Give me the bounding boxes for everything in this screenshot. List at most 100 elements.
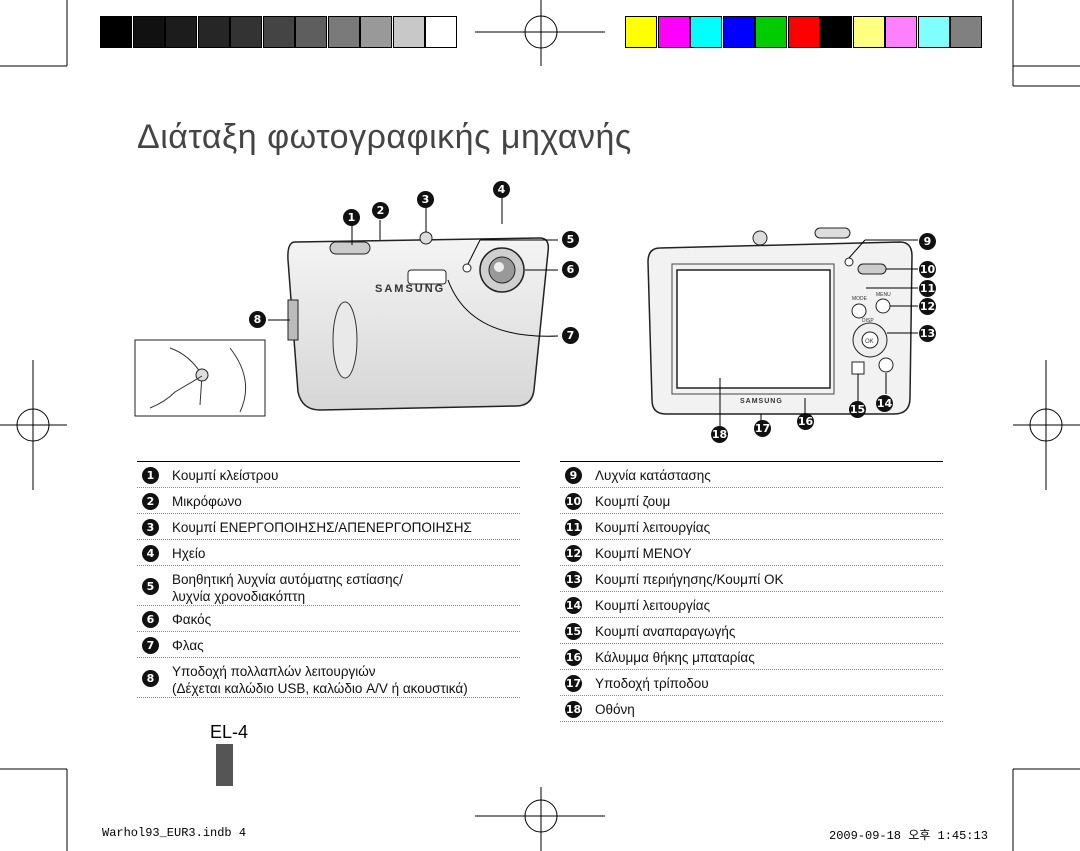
callout-11: 11 [919, 280, 936, 297]
legend-row: 3 Κουμπί ΕΝΕΡΓΟΠΟΙΗΣΗΣ/ΑΠΕΝΕΡΓΟΠΟΙΗΣΗΣ [137, 514, 520, 540]
legend-row: 13 Κουμπί περιήγησης/Κουμπί OK [560, 566, 943, 592]
color-swatch [885, 16, 917, 48]
gray-swatch [100, 16, 132, 48]
legend-text: Φακός [172, 611, 212, 627]
gray-swatch [392, 16, 425, 48]
legend-text: Κουμπί ζουμ [595, 493, 671, 509]
color-swatch [657, 16, 690, 48]
gray-swatch [132, 16, 165, 48]
page-title: Διάταξη φωτογραφικής μηχανής [137, 118, 632, 156]
legend-text: Κουμπί κλείστρου [172, 467, 279, 483]
legend-text: Κουμπί λειτουργίας [595, 597, 711, 613]
legend-text: Κουμπί λειτουργίας [595, 519, 711, 535]
legend-text-block: Κουμπί ΜΕΝΟΥ [595, 545, 692, 562]
legend-text-line2: (Δέχεται καλώδιο USB, καλώδιο A/V ή ακου… [172, 681, 468, 696]
callout-1: 1 [343, 209, 360, 226]
gray-swatch [230, 16, 262, 48]
callout-16: 16 [797, 413, 814, 430]
gray-swatch [327, 16, 360, 48]
legend-text-block: Βοηθητική λυχνία αυτόματης εστίασης/λυχν… [172, 571, 403, 605]
gray-swatch [425, 16, 457, 48]
legend-text: Κουμπί ΕΝΕΡΓΟΠΟΙΗΣΗΣ/ΑΠΕΝΕΡΓΟΠΟΙΗΣΗΣ [172, 519, 472, 535]
gray-swatch [197, 16, 230, 48]
legend-number: 16 [565, 648, 582, 666]
legend-text: Λυχνία κατάστασης [595, 467, 711, 483]
gray-swatch [360, 16, 392, 48]
legend-row: 9 Λυχνία κατάστασης [560, 462, 943, 488]
legend-text: Κάλυμμα θήκης μπαταρίας [595, 649, 755, 665]
legend-text-line2: λυχνία χρονοδιακόπτη [172, 589, 306, 604]
legend-text-block: Κουμπί ΕΝΕΡΓΟΠΟΙΗΣΗΣ/ΑΠΕΝΕΡΓΟΠΟΙΗΣΗΣ [172, 519, 472, 536]
legend-number: 15 [565, 622, 582, 640]
gray-swatch [165, 16, 197, 48]
legend-text: Κουμπί αναπαραγωγής [595, 623, 736, 639]
legend-number: 10 [565, 492, 582, 510]
legend-number: 3 [142, 518, 159, 536]
legend-row: 2 Μικρόφωνο [137, 488, 520, 514]
legend-number: 6 [142, 610, 159, 628]
color-swatch [722, 16, 755, 48]
legend-text: Υποδοχή πολλαπλών λειτουργιών [172, 664, 376, 679]
color-swatch [755, 16, 787, 48]
color-swatch [852, 16, 885, 48]
legend-number: 7 [142, 636, 159, 654]
legend-text-block: Λυχνία κατάστασης [595, 467, 711, 484]
color-swatch [950, 16, 982, 48]
callout-12: 12 [919, 298, 936, 315]
callout-9: 9 [919, 233, 936, 250]
gray-swatch [295, 16, 327, 48]
page-number: EL-4 [210, 722, 249, 742]
mode-text: MODE [852, 296, 868, 302]
callout-17: 17 [754, 420, 771, 437]
legend-text-block: Κουμπί περιήγησης/Κουμπί OK [595, 571, 784, 588]
legend-number: 9 [565, 466, 582, 484]
callout-8: 8 [249, 311, 266, 328]
color-swatch [787, 16, 820, 48]
back-brand-text: SAMSUNG [740, 398, 783, 405]
callout-2: 2 [372, 202, 389, 219]
legend-number: 14 [565, 596, 582, 614]
legend-number: 1 [142, 466, 159, 484]
legend-number: 2 [142, 492, 159, 510]
legend-number: 18 [565, 700, 582, 718]
legend-text-block: Φλας [172, 637, 204, 654]
legend-number: 11 [565, 518, 582, 536]
legend-text-block: Οθόνη [595, 701, 635, 718]
callout-14: 14 [876, 395, 893, 412]
legend-number: 8 [142, 669, 159, 687]
callout-3: 3 [417, 191, 434, 208]
legend-row: 11 Κουμπί λειτουργίας [560, 514, 943, 540]
color-swatch [820, 16, 852, 48]
legend-text-block: Κουμπί αναπαραγωγής [595, 623, 735, 640]
legend-text-block: Κουμπί λειτουργίας [595, 519, 710, 536]
legend-text-block: Μικρόφωνο [172, 493, 242, 510]
ok-text: OK [865, 339, 874, 345]
callout-5: 5 [562, 231, 579, 248]
disp-text: DISP [862, 318, 874, 324]
legend-row: 18 Οθόνη [560, 696, 943, 722]
color-swatch [625, 16, 657, 48]
legend-text-block: Κουμπί ζουμ [595, 493, 670, 510]
legend-row: 15 Κουμπί αναπαραγωγής [560, 618, 943, 644]
footer-file: Warhol93_EUR3.indb 4 [102, 826, 247, 840]
callout-7: 7 [562, 327, 579, 344]
legend-text: Κουμπί ΜΕΝΟΥ [595, 545, 692, 561]
callout-13: 13 [919, 325, 936, 342]
footer-date: 2009-09-18 오후 1:45:13 [829, 829, 988, 843]
legend-text-block: Κάλυμμα θήκης μπαταρίας [595, 649, 755, 666]
callout-6: 6 [562, 261, 579, 278]
callout-15: 15 [849, 401, 866, 418]
legend-number: 4 [142, 544, 159, 562]
legend-text: Φλας [172, 637, 204, 653]
front-brand-text: SAMSUNG [375, 283, 445, 295]
legend-row: 8 Υποδοχή πολλαπλών λειτουργιών (Δέχεται κ… [137, 658, 520, 698]
legend-number: 13 [565, 570, 582, 588]
color-swatch [917, 16, 950, 48]
legend-text-block: Κουμπί λειτουργίας [595, 597, 710, 614]
section-tab [216, 744, 233, 786]
